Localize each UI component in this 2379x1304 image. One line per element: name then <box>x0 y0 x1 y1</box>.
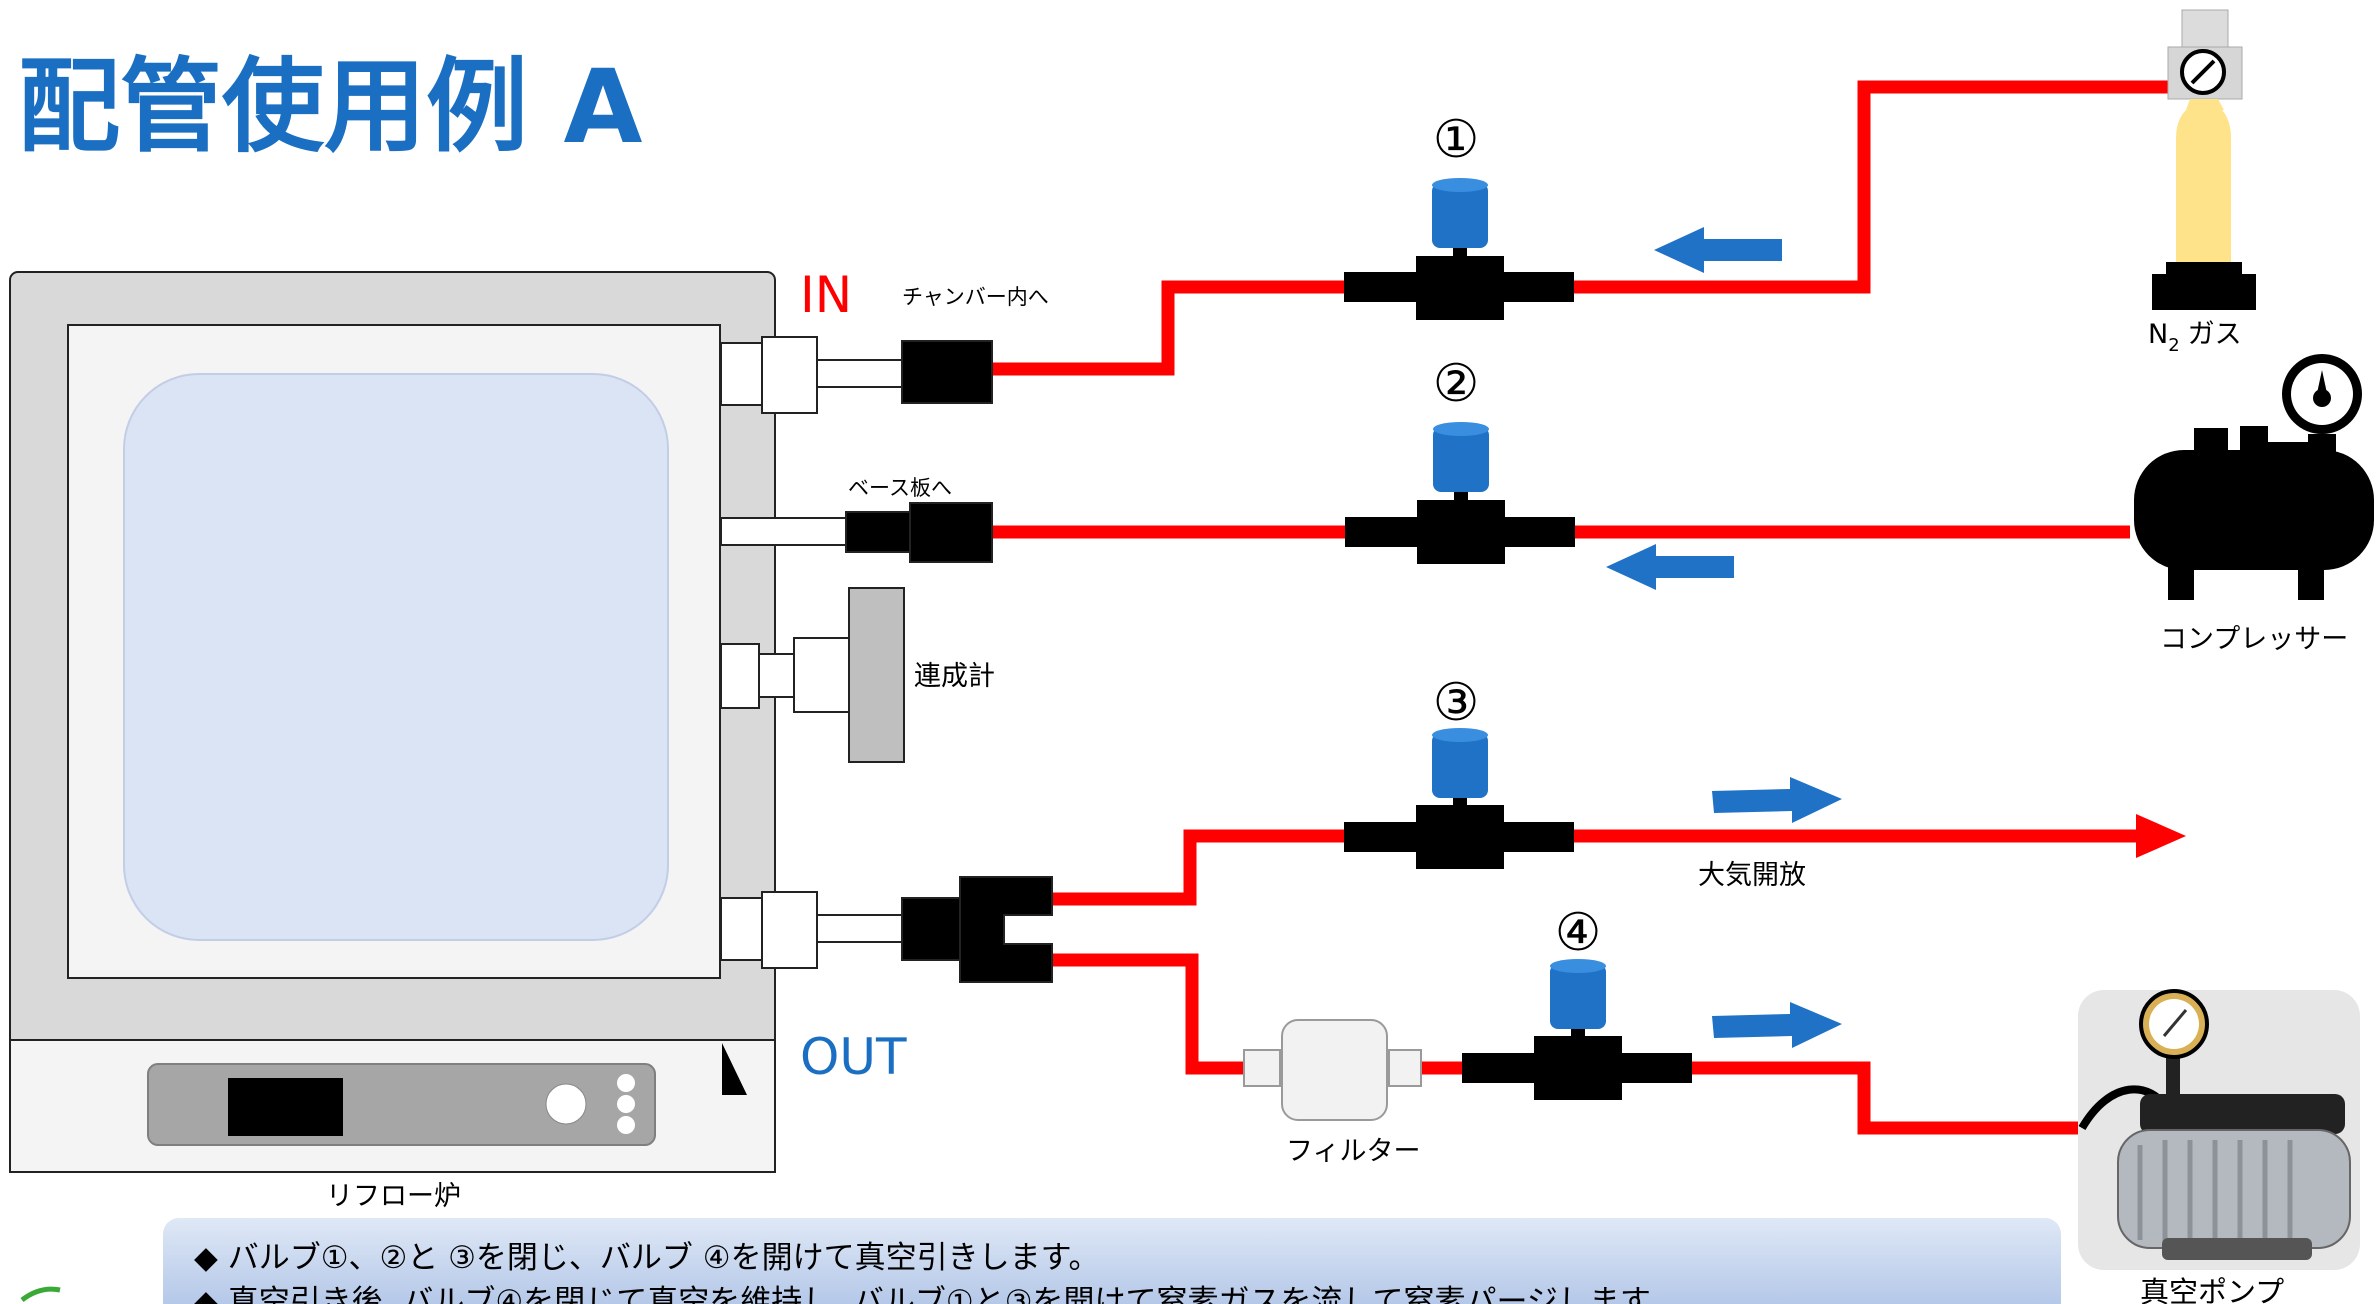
n2-gas-text: ガス <box>2188 319 2242 350</box>
valve-number-1: ① <box>1433 110 1480 170</box>
instruction-line-1: ◆ バルブ①、②と ③を閉じ、バルブ ④を開けて真空引きします。 <box>194 1240 1099 1276</box>
flow-arrow-2 <box>1606 544 1734 590</box>
in-label: IN <box>800 266 852 324</box>
valve-cap-1 <box>1432 183 1488 248</box>
pipe-line-3-left <box>1048 829 1354 906</box>
gauge-body <box>848 587 905 763</box>
gauge-label: 連成計 <box>914 661 995 692</box>
base-connector <box>845 511 911 553</box>
reflow-label: リフロー炉 <box>326 1181 461 1212</box>
n2-symbol: N <box>2148 319 2168 350</box>
instruction-line-2: ◆ 真空引き後, バルブ④を閉じて真空を維持し, バルブ①と③を開けて窒素ガスを… <box>194 1284 1679 1304</box>
pipes <box>990 80 2175 1135</box>
n2-cylinder <box>2152 9 2256 310</box>
out-splitter <box>959 876 1053 983</box>
valve-3[interactable] <box>1344 728 1574 869</box>
to-base-label: ベース板へ <box>848 476 952 500</box>
vacuum-pump-label: 真空ポンプ <box>2140 1275 2284 1304</box>
vacuum-pump <box>2078 989 2360 1270</box>
fittings <box>720 336 1053 983</box>
valve-1[interactable] <box>1344 178 1574 320</box>
flow-arrow-3 <box>1712 777 1842 823</box>
out-connector <box>901 897 963 961</box>
control-knob <box>545 1083 587 1125</box>
valve-number-2: ② <box>1433 354 1480 414</box>
valve-4[interactable] <box>1462 959 1692 1100</box>
pipe-line-4-right <box>1690 1061 2078 1135</box>
valve-cap-2 <box>1433 427 1489 492</box>
n2-label: N2 ガス <box>2148 319 2242 356</box>
reflow-oven <box>9 271 776 1173</box>
out-label: OUT <box>800 1028 907 1086</box>
flow-arrow-1 <box>1654 227 1782 273</box>
corner-marker <box>722 1043 747 1095</box>
pipe-line-1-left <box>990 280 1353 376</box>
in-connector <box>901 340 993 404</box>
filter <box>1243 1019 1422 1121</box>
to-chamber-label: チャンバー内へ <box>902 285 1049 309</box>
valve-2[interactable] <box>1345 422 1575 564</box>
n2-subscript: 2 <box>2168 335 2179 356</box>
page-title: 配管使用例 A <box>18 48 643 167</box>
valve-cap-4 <box>1550 964 1606 1029</box>
pipe-line-4-left <box>1048 953 1244 1075</box>
logo-fragment <box>20 1286 61 1303</box>
flow-arrows <box>1606 227 1842 1048</box>
flow-arrow-4 <box>1712 1002 1842 1048</box>
valve-number-4: ④ <box>1555 903 1602 963</box>
atmosphere-label: 大気開放 <box>1698 860 1806 891</box>
display-screen <box>228 1078 343 1136</box>
compressor <box>2134 354 2374 600</box>
pipe-line-1 <box>1520 80 2175 294</box>
valve-cap-3 <box>1432 733 1488 798</box>
chamber-window <box>123 373 669 941</box>
valve-number-3: ③ <box>1433 673 1480 733</box>
atmosphere-arrow-head <box>2136 814 2186 858</box>
instruction-box <box>163 1218 2061 1304</box>
compressor-label: コンプレッサー <box>2160 624 2348 655</box>
filter-label: フィルター <box>1286 1136 1420 1167</box>
